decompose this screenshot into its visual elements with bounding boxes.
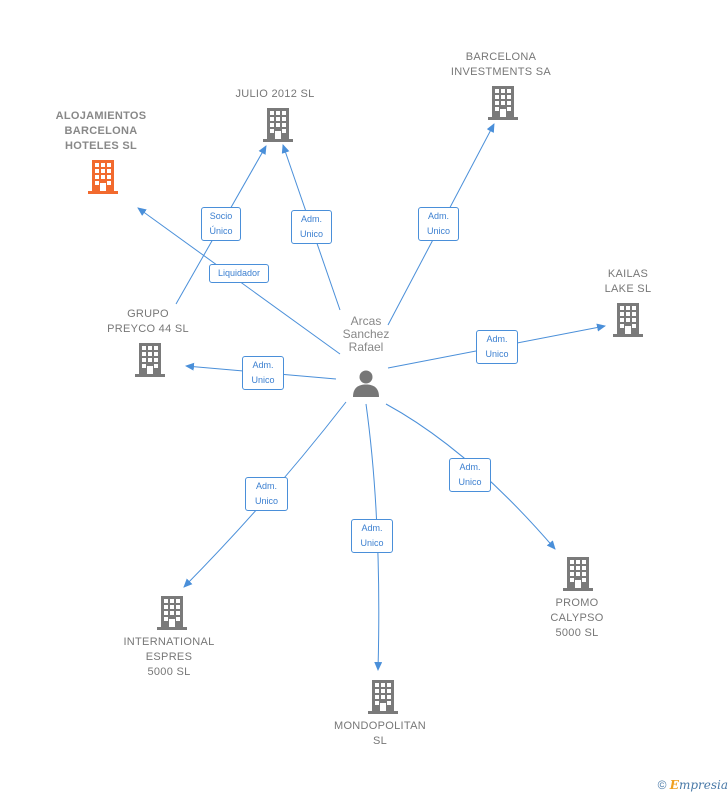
edge-label-kailas-adm: Adm. Unico: [476, 330, 518, 364]
copyright-icon: ©: [657, 778, 667, 792]
edge-label-julio-adm: Adm. Unico: [291, 210, 332, 244]
building-icon[interactable]: [262, 108, 294, 142]
building-icon[interactable]: [562, 557, 594, 591]
building-icon[interactable]: [87, 160, 119, 194]
footer-brand: © Empresia: [658, 778, 728, 792]
node-label-mondopolitan: MONDOPOLITAN SL: [333, 720, 426, 747]
node-label-kailas: KAILAS LAKE SL: [604, 268, 652, 295]
node-label-grupo: GRUPO PREYCO 44 SL: [107, 308, 189, 335]
building-icon[interactable]: [134, 343, 166, 377]
edge-label-socio-unico: Socio Único: [201, 207, 241, 241]
node-label-alojamientos: ALOJAMIENTOS BARCELONA HOTELES SL: [55, 110, 147, 152]
edge-label-promo-adm: Adm. Unico: [449, 458, 491, 492]
edge-label-barcelona-adm: Adm. Unico: [418, 207, 459, 241]
edge-label-international-adm: Adm. Unico: [245, 477, 288, 511]
building-icon[interactable]: [487, 86, 519, 120]
brand-logo[interactable]: Empresia: [669, 778, 728, 792]
person-label: Arcas Sanchez Rafael: [342, 314, 390, 354]
building-icon[interactable]: [612, 303, 644, 337]
node-label-barcelona: BARCELONA INVESTMENTS SA: [450, 51, 552, 78]
building-icon[interactable]: [367, 680, 399, 714]
person-icon[interactable]: [351, 368, 381, 398]
node-label-promo: PROMO CALYPSO 5000 SL: [550, 597, 604, 639]
node-label-julio: JULIO 2012 SL: [235, 88, 315, 100]
edge-label-grupo-adm: Adm. Unico: [242, 356, 284, 390]
building-icon[interactable]: [156, 596, 188, 630]
node-label-international: INTERNATIONAL ESPRES 5000 SL: [123, 636, 215, 678]
edge-label-liquidador: Liquidador: [209, 264, 269, 283]
edge-label-mondopolitan-adm: Adm. Unico: [351, 519, 393, 553]
